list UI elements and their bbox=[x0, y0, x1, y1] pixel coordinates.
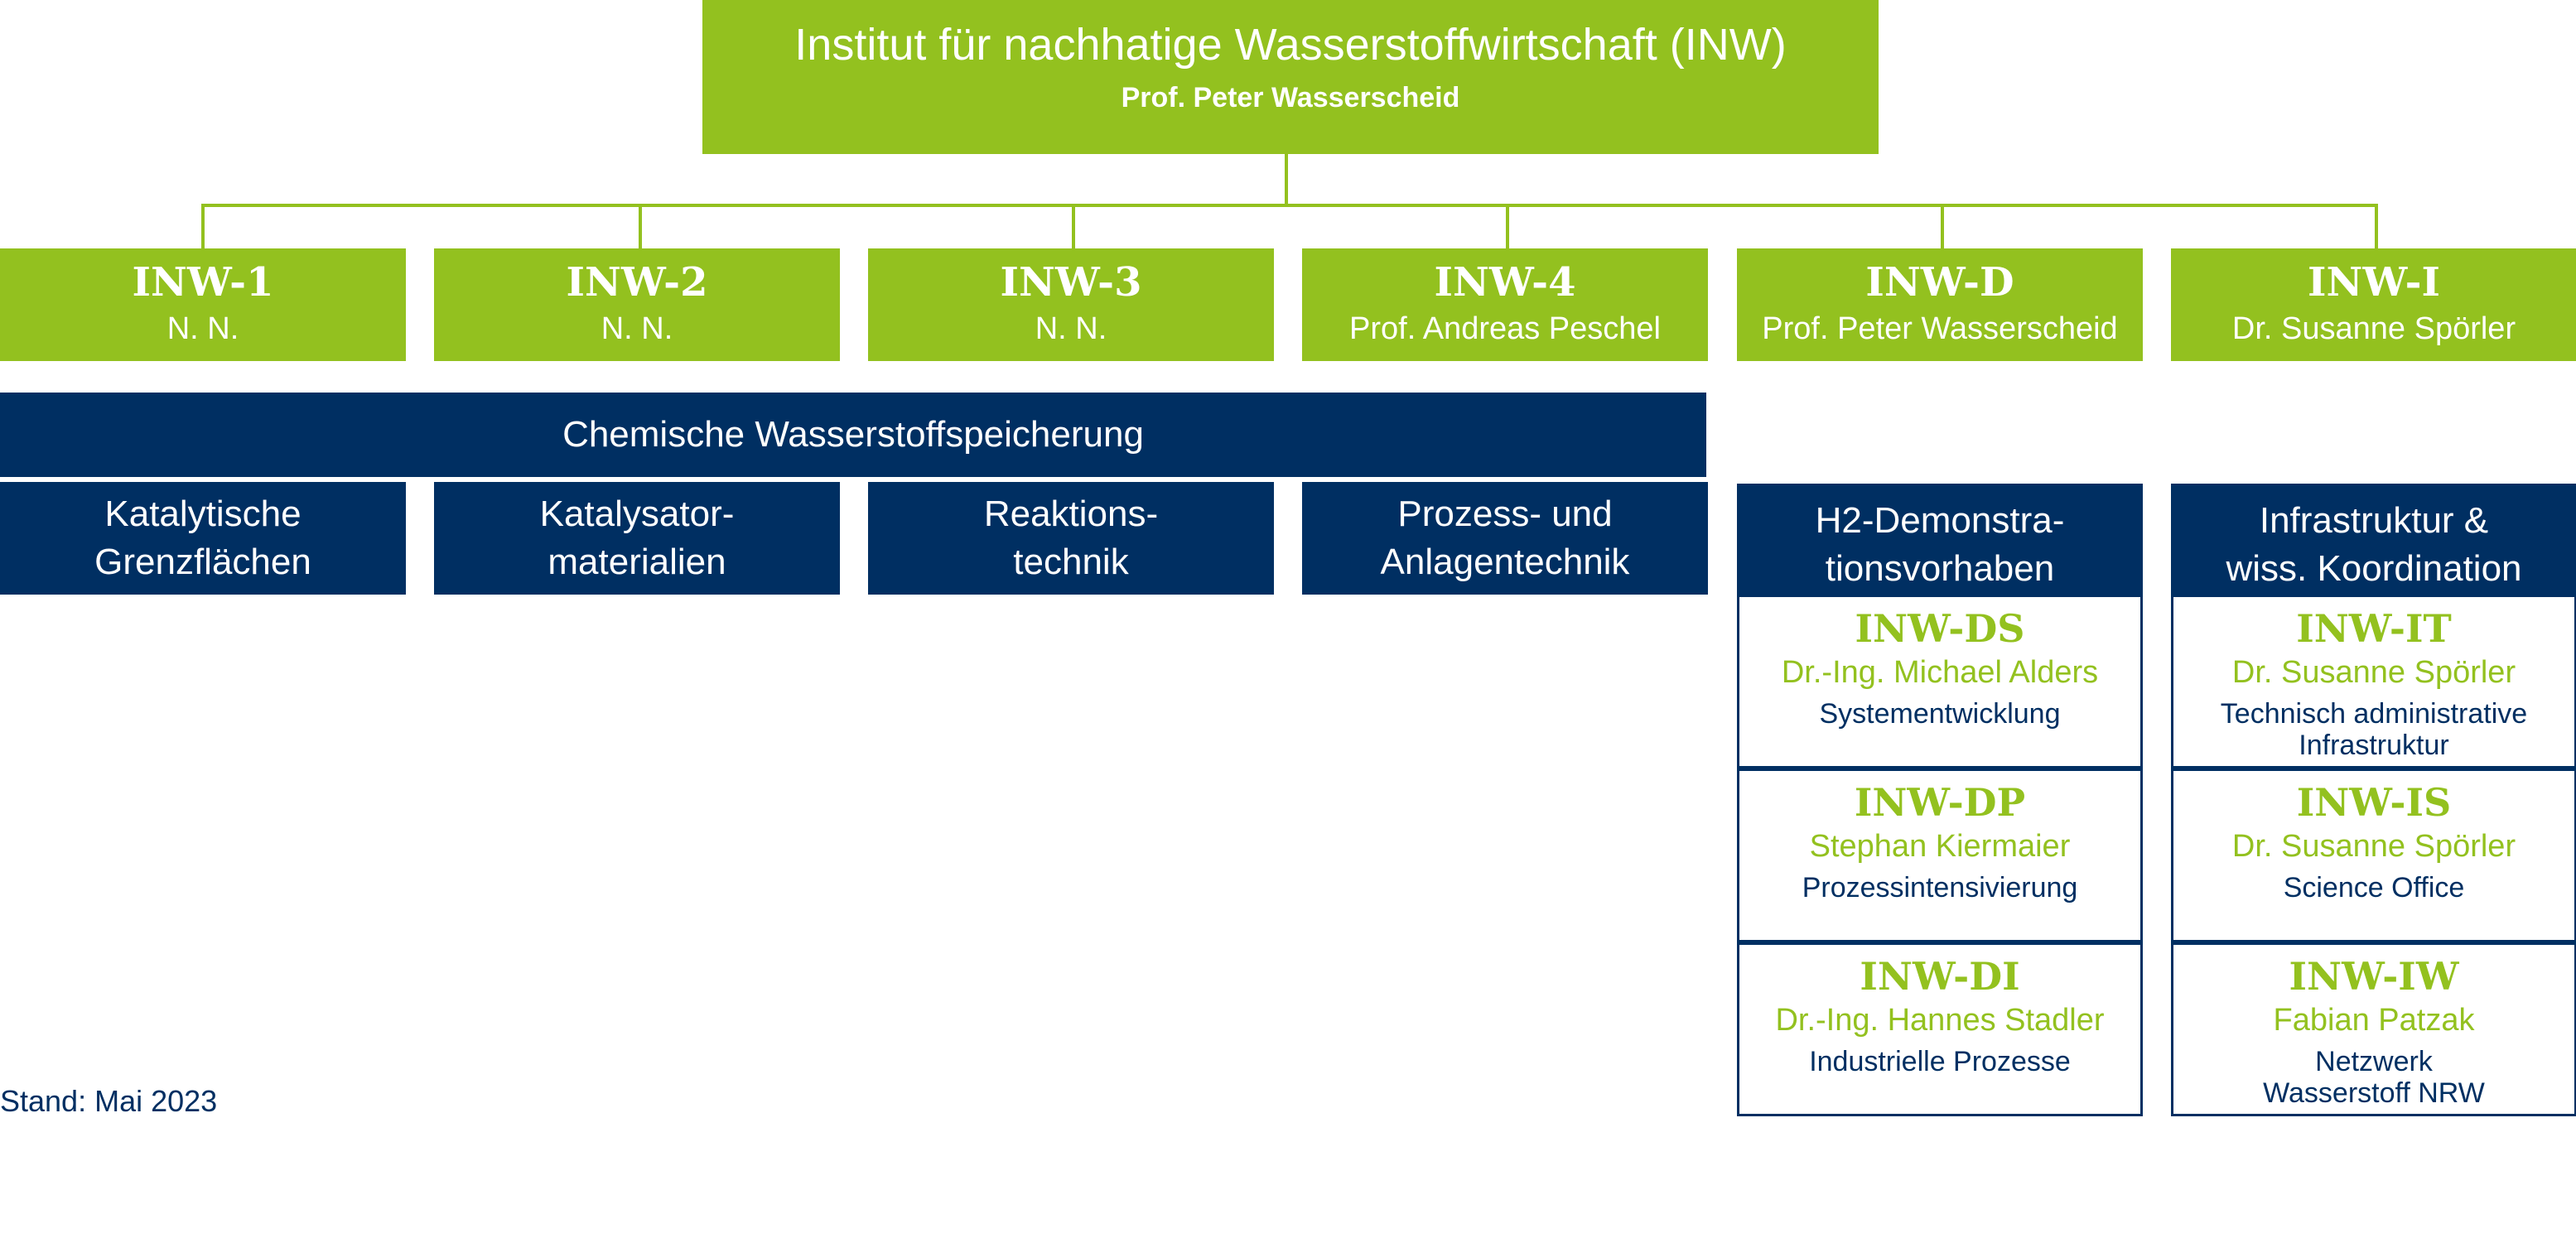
dept-lead: Prof. Peter Wasserscheid bbox=[1762, 311, 2118, 346]
unit-lead: Dr. Susanne Spörler bbox=[2231, 829, 2516, 864]
unit-inw-ds: INW-DS Dr.-Ing. Michael Alders Systement… bbox=[1737, 595, 2143, 768]
dept-code: INW-3 bbox=[1000, 259, 1142, 306]
dept-inw-4: INW-4 Prof. Andreas Peschel bbox=[1302, 248, 1708, 361]
dept-inw-1: INW-1 N. N. bbox=[0, 248, 406, 361]
dept-code: INW-D bbox=[1865, 259, 2014, 306]
unit-lead: Dr. Susanne Spörler bbox=[2231, 655, 2516, 690]
connector-drop-inw-2 bbox=[639, 204, 642, 250]
dept-inw-3: INW-3 N. N. bbox=[868, 248, 1274, 361]
unit-description: Netzwerk Wasserstoff NRW bbox=[2263, 1046, 2485, 1109]
connector-drop-inw-d bbox=[1941, 204, 1944, 250]
unit-code: INW-DI bbox=[1860, 954, 2020, 999]
connector-horizontal bbox=[201, 204, 2378, 207]
storage-band: Chemische Wasserstoffspeicherung bbox=[0, 393, 1706, 477]
dept-code: INW-1 bbox=[132, 259, 274, 306]
dept-code: INW-2 bbox=[566, 259, 708, 306]
heading-line: wiss. Koordination bbox=[2226, 548, 2522, 589]
stand-date: Stand: Mai 2023 bbox=[0, 1084, 218, 1118]
unit-description: Prozessintensivierung bbox=[1802, 872, 2078, 903]
dept-code: INW-4 bbox=[1434, 259, 1576, 306]
topic-katalytische-grenzflaechen: Katalytische Grenzflächen bbox=[0, 482, 406, 595]
connector-drop-inw-i bbox=[2375, 204, 2378, 250]
infrastructure-heading: Infrastruktur & wiss. Koordination bbox=[2171, 484, 2576, 596]
unit-code: INW-DS bbox=[1855, 606, 2025, 651]
heading-line: Infrastruktur & bbox=[2259, 500, 2489, 541]
topic-reaktionstechnik: Reaktions- technik bbox=[868, 482, 1274, 595]
unit-lead: Stephan Kiermaier bbox=[1809, 829, 2071, 864]
dept-lead: N. N. bbox=[601, 311, 673, 346]
unit-lead: Dr.-Ing. Hannes Stadler bbox=[1775, 1003, 2105, 1038]
unit-inw-is: INW-IS Dr. Susanne Spörler Science Offic… bbox=[2171, 768, 2576, 942]
unit-lead: Dr.-Ing. Michael Alders bbox=[1781, 655, 2099, 690]
connector-trunk bbox=[1285, 154, 1288, 207]
unit-code: INW-IS bbox=[2296, 780, 2452, 825]
connector-drop-inw-4 bbox=[1506, 204, 1509, 250]
topic-line: Prozess- und bbox=[1397, 494, 1613, 534]
unit-lead: Fabian Patzak bbox=[2273, 1003, 2475, 1038]
demonstration-heading: H2-Demonstra- tionsvorhaben bbox=[1737, 484, 2143, 596]
dept-code: INW-I bbox=[2308, 259, 2440, 306]
topic-line: Grenzflächen bbox=[94, 542, 311, 582]
unit-description: Systementwicklung bbox=[1819, 698, 2061, 730]
institute-header: Institut für nachhatige Wasserstoffwirts… bbox=[702, 0, 1879, 154]
unit-description: Industrielle Prozesse bbox=[1809, 1046, 2071, 1077]
heading-line: H2-Demonstra- bbox=[1815, 500, 2065, 541]
unit-description: Technisch administrative Infrastruktur bbox=[2220, 698, 2528, 761]
unit-description: Science Office bbox=[2283, 872, 2465, 903]
topic-line: Katalytische bbox=[104, 494, 301, 534]
topic-line: Katalysator- bbox=[539, 494, 735, 534]
unit-code: INW-IW bbox=[2289, 954, 2459, 999]
institute-title: Institut für nachhatige Wasserstoffwirts… bbox=[794, 20, 1787, 70]
topic-line: materialien bbox=[548, 542, 726, 582]
unit-code: INW-IT bbox=[2296, 606, 2452, 651]
topic-line: technik bbox=[1013, 542, 1129, 582]
unit-inw-dp: INW-DP Stephan Kiermaier Prozessintensiv… bbox=[1737, 768, 2143, 942]
dept-inw-i: INW-I Dr. Susanne Spörler bbox=[2171, 248, 2576, 361]
unit-code: INW-DP bbox=[1854, 780, 2026, 825]
institute-director: Prof. Peter Wasserscheid bbox=[1121, 82, 1460, 113]
topic-prozess-anlagentechnik: Prozess- und Anlagentechnik bbox=[1302, 482, 1708, 595]
connector-drop-inw-1 bbox=[201, 204, 205, 250]
unit-inw-iw: INW-IW Fabian Patzak Netzwerk Wasserstof… bbox=[2171, 942, 2576, 1116]
unit-inw-it: INW-IT Dr. Susanne Spörler Technisch adm… bbox=[2171, 595, 2576, 768]
storage-band-label: Chemische Wasserstoffspeicherung bbox=[562, 414, 1144, 455]
dept-lead: N. N. bbox=[1035, 311, 1107, 346]
heading-line: tionsvorhaben bbox=[1825, 548, 2055, 589]
dept-inw-d: INW-D Prof. Peter Wasserscheid bbox=[1737, 248, 2143, 361]
topic-katalysatormaterialien: Katalysator- materialien bbox=[434, 482, 840, 595]
dept-lead: N. N. bbox=[166, 311, 239, 346]
topic-line: Anlagentechnik bbox=[1380, 542, 1630, 582]
dept-lead: Dr. Susanne Spörler bbox=[2231, 311, 2516, 346]
dept-inw-2: INW-2 N. N. bbox=[434, 248, 840, 361]
dept-lead: Prof. Andreas Peschel bbox=[1349, 311, 1661, 346]
connector-drop-inw-3 bbox=[1072, 204, 1075, 250]
unit-inw-di: INW-DI Dr.-Ing. Hannes Stadler Industrie… bbox=[1737, 942, 2143, 1116]
topic-line: Reaktions- bbox=[983, 494, 1159, 534]
